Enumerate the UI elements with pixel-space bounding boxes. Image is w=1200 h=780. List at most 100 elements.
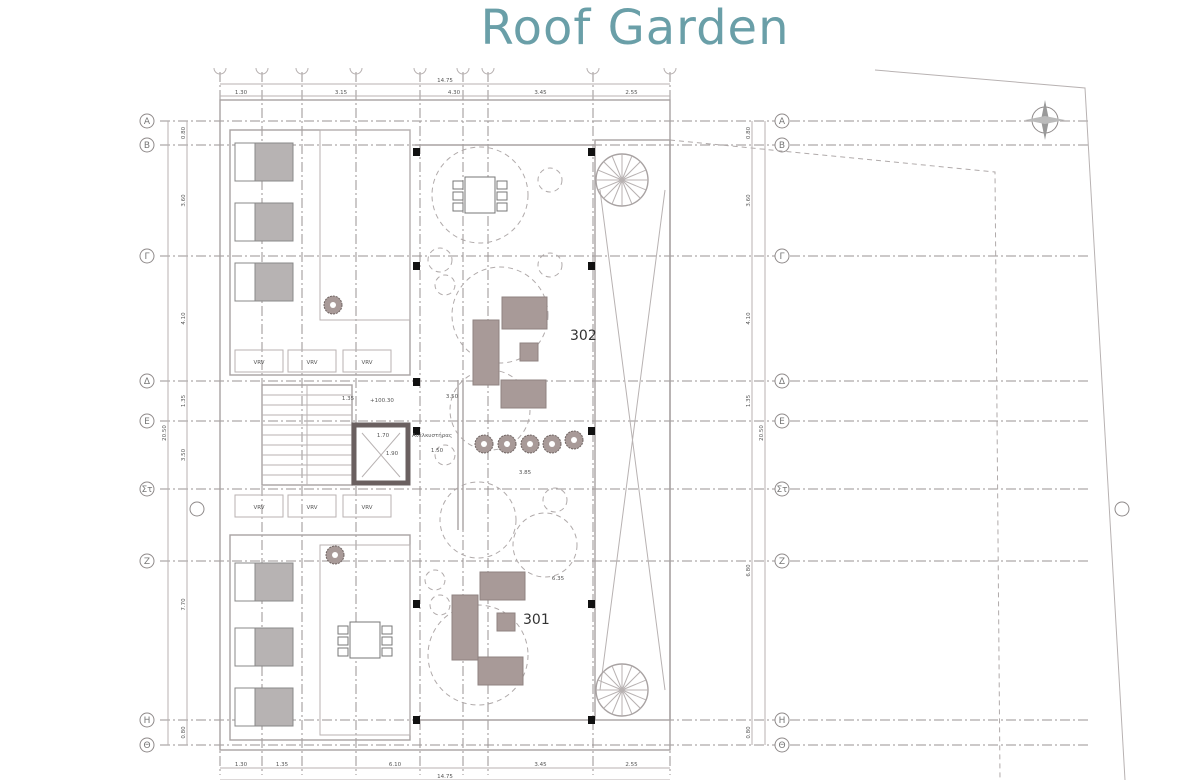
elevator-shaft (351, 422, 411, 486)
interior-dimension: 1.90 (386, 451, 399, 457)
section-marker-icon (189, 501, 1130, 517)
dimension-label: 0.80 (746, 726, 752, 739)
interior-dimension: 1.50 (431, 448, 444, 454)
grid-label: Θ (778, 741, 785, 751)
tree-canopy (439, 481, 517, 559)
dimension-label: 4.10 (746, 312, 752, 325)
page-title: Roof Garden (480, 0, 790, 56)
dimension-label: 0.80 (181, 126, 187, 139)
grid-label: Ε (144, 417, 150, 427)
elevator-label: Ανελκυστήρας (412, 432, 452, 439)
lounge-furniture (477, 656, 524, 686)
stair-tread (621, 679, 647, 691)
grid-label: Γ (144, 252, 149, 262)
dining-table (464, 176, 496, 214)
stair-tread (621, 161, 641, 181)
vrv-label: VRV (253, 505, 264, 511)
column (588, 427, 595, 435)
interior-dimension: 6.35 (552, 576, 565, 582)
plant-icon (330, 302, 336, 308)
stair-treads (262, 385, 352, 485)
plant-icon (332, 552, 338, 558)
grid-label: Β (779, 141, 785, 151)
level-label: +100.30 (370, 398, 394, 404)
grid-bubble (349, 67, 363, 75)
grid-bubble (774, 481, 790, 497)
grid-bubble (139, 553, 155, 569)
stair-tread (597, 169, 623, 181)
column (413, 600, 420, 608)
tree-canopy (424, 569, 446, 591)
tree-canopy (427, 247, 453, 273)
vrv-label: VRV (361, 360, 372, 366)
column (413, 148, 420, 156)
furniture (234, 142, 548, 727)
chair (381, 647, 393, 657)
interior-dimension: 3.50 (446, 394, 459, 400)
lounge-furniture (496, 612, 516, 632)
column (413, 427, 420, 435)
tree-canopy (451, 266, 549, 364)
vrv-label: VRV (361, 505, 372, 511)
grid-bubble (774, 113, 790, 129)
tree-canopy (449, 369, 531, 451)
stair-tread (621, 169, 647, 181)
stair-tread (597, 179, 623, 191)
column (413, 716, 420, 724)
north-arrow-icon (1025, 100, 1065, 140)
dimension-label: 3.45 (534, 90, 547, 96)
grid-bubble (774, 413, 790, 429)
pergola (594, 139, 671, 721)
tree-canopy (434, 274, 456, 296)
chair (337, 647, 349, 657)
interior-dimension: 1.70 (377, 433, 390, 439)
tree-canopy (434, 444, 456, 466)
chair (337, 636, 349, 646)
stair-tread (611, 179, 623, 205)
chair (337, 625, 349, 635)
stair-tread (621, 665, 633, 691)
vrv-unit (287, 494, 337, 518)
unit-label-301: 301 (523, 612, 550, 628)
dimension-label: 6.10 (389, 762, 402, 768)
grid-label: Ζ (144, 557, 150, 567)
tree-canopy (537, 252, 563, 278)
site-boundary (874, 69, 1126, 780)
grid-label: Α (779, 117, 786, 127)
tree-canopy (429, 594, 451, 616)
dimension-label: 1.35 (276, 762, 289, 768)
grid-label: Στ (141, 485, 152, 495)
plant-icon (549, 441, 555, 447)
grid-label: Στ (776, 485, 787, 495)
grid-bubble (774, 248, 790, 264)
grid-bubble (295, 67, 309, 75)
column (588, 600, 595, 608)
grid-bubble (774, 737, 790, 753)
sunbed (234, 627, 256, 667)
room-301 (319, 544, 411, 736)
stair-tread (603, 689, 623, 709)
interior-dimension: 3.85 (519, 470, 532, 476)
columns (413, 148, 595, 724)
vrv-label: VRV (253, 360, 264, 366)
lounge-furniture (501, 296, 548, 330)
stair-tread (621, 155, 633, 181)
grid-label: Ζ (779, 557, 785, 567)
vrv-unit (342, 494, 392, 518)
stair-tread (611, 689, 623, 715)
sunbed (254, 627, 294, 667)
dimension-label: 2.55 (625, 90, 638, 96)
stair-tread (621, 671, 641, 691)
grid-bubble (663, 67, 677, 75)
stair-tread (621, 179, 641, 199)
column (413, 262, 420, 270)
stair-tread (621, 689, 641, 709)
grid-label: Γ (779, 252, 784, 262)
dimension-label: 2.55 (625, 762, 638, 768)
sunbed (254, 687, 294, 727)
stair-tread (621, 179, 647, 191)
terrace-railings (415, 144, 595, 721)
stair-tread (597, 689, 623, 701)
